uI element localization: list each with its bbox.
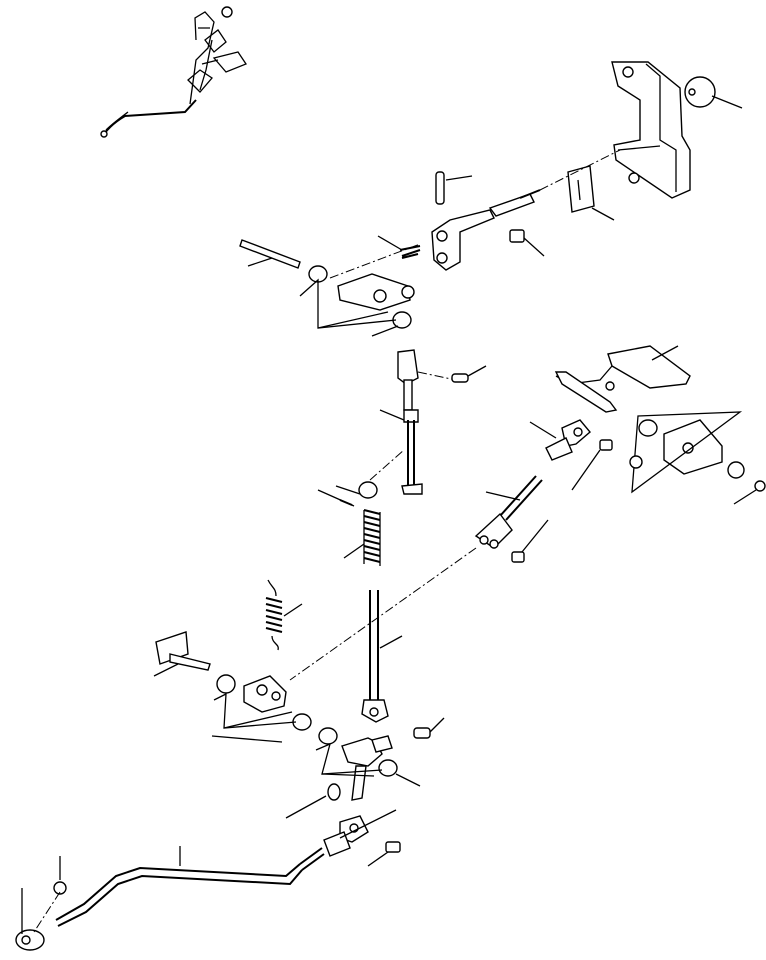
shift-knob <box>684 76 743 109</box>
bottom-linkage-rod <box>55 846 325 927</box>
long-pin <box>239 239 301 269</box>
vertical-clevis-rod <box>379 349 487 495</box>
pin-vertical <box>435 171 473 205</box>
shift-lever-arm <box>431 149 621 271</box>
nut-and-pin <box>317 449 405 507</box>
gate-plate <box>567 165 615 221</box>
shift-lever-bracket <box>611 61 691 199</box>
washer <box>285 783 341 819</box>
diagonal-threaded-rod <box>289 475 549 681</box>
pedal-clevis <box>529 419 613 491</box>
brake-pedal <box>554 345 691 413</box>
lower-plate-pin <box>153 631 211 677</box>
tension-spring <box>265 579 303 651</box>
bottom-ball-joint <box>15 856 67 951</box>
small-pin-lower <box>413 717 445 739</box>
long-rod-lower <box>361 590 403 723</box>
overview-thumbnail <box>100 6 247 138</box>
small-bolt <box>509 229 545 257</box>
coil-spring <box>343 509 381 566</box>
lower-clevis <box>323 809 401 867</box>
small-spring <box>377 235 421 259</box>
upper-pivot-block <box>299 243 421 337</box>
lower-pivot-block <box>211 674 312 743</box>
pedal-mount-block <box>629 411 766 505</box>
lower-bell-crank <box>315 727 421 801</box>
